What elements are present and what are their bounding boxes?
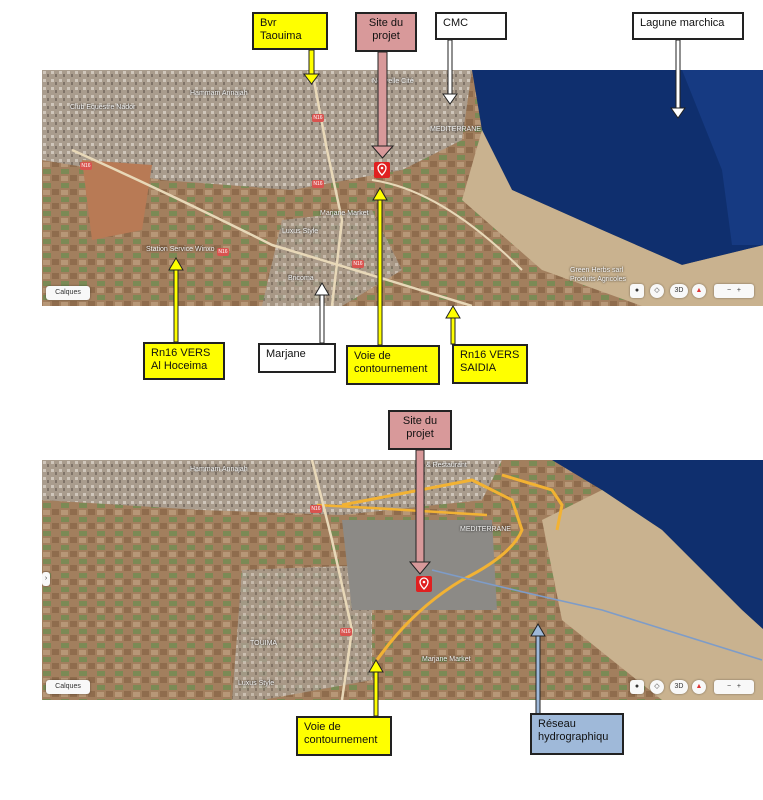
map-label-club: Club Equestre Nador: [70, 104, 136, 111]
callout-bvr-taouima: Bvr Taouima: [252, 12, 328, 50]
map-label-mediterrane: MEDITERRANE: [430, 126, 481, 133]
map-label-hammam: Hammam Annajah: [190, 466, 248, 473]
zoom-controls[interactable]: − +: [714, 680, 754, 694]
road-badge: N16: [217, 248, 229, 256]
road-badge: N16: [80, 162, 92, 170]
road-badge: N16: [340, 628, 352, 636]
zoom-in-button[interactable]: +: [736, 683, 742, 690]
road-badge: N16: [310, 505, 322, 513]
callout-lagune-marchica: Lagune marchica: [632, 12, 744, 40]
pegman-icon[interactable]: ●: [630, 680, 644, 694]
map-label-restaurant: & Restaurant: [426, 462, 467, 469]
callout-voie-contournement-bottom: Voie de contournement: [296, 716, 392, 756]
callout-site-projet-bottom: Site du projet: [388, 410, 452, 450]
callout-reseau-hydrographique: Réseau hydrographiqu: [530, 713, 624, 755]
callout-marjane: Marjane: [258, 343, 336, 373]
map-label-marjane-market: Marjane Market: [422, 656, 471, 663]
project-site-pin-icon[interactable]: [416, 576, 432, 592]
layers-button[interactable]: Calques: [46, 680, 90, 694]
map-label-bricoma: Bricoma: [288, 275, 314, 282]
map-imagery-bottom: [42, 460, 763, 700]
north-arrow-icon[interactable]: ▲: [692, 680, 706, 694]
compass-icon[interactable]: ◇: [650, 284, 664, 298]
map-label-touima: TOUIMA: [250, 640, 278, 647]
callout-rn16-al-hoceima: Rn16 VERS Al Hoceima: [143, 342, 225, 380]
compass-icon[interactable]: ◇: [650, 680, 664, 694]
callout-voie-contournement-top: Voie de contournement: [346, 345, 440, 385]
callout-rn16-saidia: Rn16 VERS SAIDIA: [452, 344, 528, 384]
3d-button[interactable]: 3D: [670, 284, 688, 298]
3d-label: 3D: [674, 683, 684, 690]
project-site-pin-icon[interactable]: [374, 162, 390, 178]
satellite-map-bottom[interactable]: Hammam Annajah & Restaurant MEDITERRANE …: [42, 460, 763, 700]
map-label-station: Station Service Winxo: [146, 246, 215, 253]
3d-label: 3D: [674, 287, 684, 294]
expand-panel-chevron-icon[interactable]: ›: [42, 572, 50, 586]
layers-label: Calques: [55, 289, 81, 296]
map-label-mediterrane: MEDITERRANE: [460, 526, 511, 533]
pegman-icon[interactable]: ●: [630, 284, 644, 298]
satellite-map-top[interactable]: Hammam Annajah Club Equestre Nador Nouve…: [42, 70, 763, 306]
layers-label: Calques: [55, 683, 81, 690]
callout-site-projet-top: Site du projet: [355, 12, 417, 52]
map-label-luxus: Luxus Style: [282, 228, 319, 235]
map-label-marjane-market: Marjane Market: [320, 210, 369, 217]
map-label-green-herbs: Green Herbs sarl Produits Agricoles: [570, 267, 627, 283]
map-imagery-top: [42, 70, 763, 306]
zoom-out-button[interactable]: −: [726, 683, 732, 690]
map-label-nouvelle: Nouvelle Cité: [372, 78, 414, 85]
zoom-controls[interactable]: − +: [714, 284, 754, 298]
zoom-in-button[interactable]: +: [736, 287, 742, 294]
road-badge: N16: [352, 260, 364, 268]
map-label-luxus: Luxus Style: [238, 680, 275, 687]
road-badge: N16: [312, 114, 324, 122]
road-badge: N16: [312, 180, 324, 188]
north-arrow-icon[interactable]: ▲: [692, 284, 706, 298]
layers-button[interactable]: Calques: [46, 286, 90, 300]
zoom-out-button[interactable]: −: [726, 287, 732, 294]
map-label-hammam: Hammam Annajah: [190, 90, 248, 97]
callout-cmc: CMC: [435, 12, 507, 40]
3d-button[interactable]: 3D: [670, 680, 688, 694]
